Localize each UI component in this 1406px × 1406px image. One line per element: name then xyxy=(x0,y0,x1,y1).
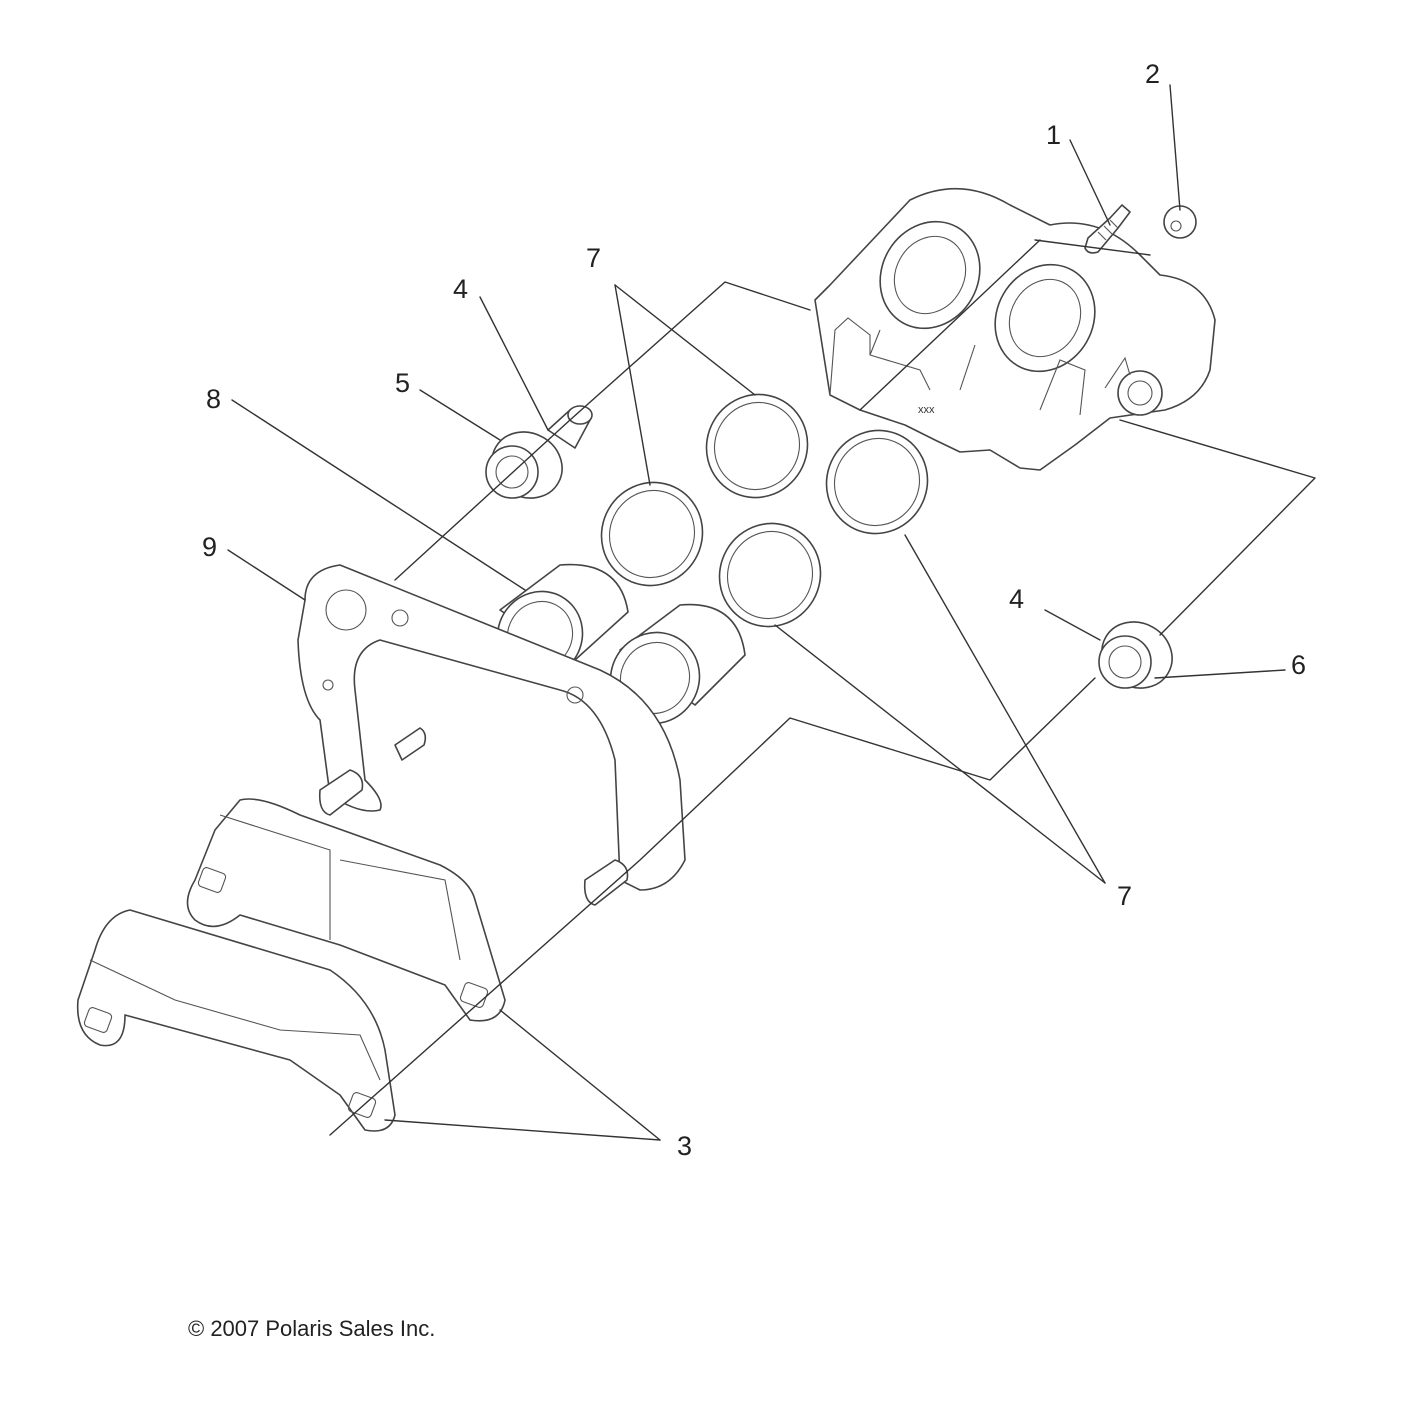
bleeder-screw xyxy=(1084,204,1131,254)
leader-lines xyxy=(227,84,1316,1141)
callout-5: 5 xyxy=(395,368,410,398)
copyright-notice: © 2007 Polaris Sales Inc. xyxy=(188,1316,436,1341)
bushing-lower xyxy=(1098,621,1173,689)
callout-2: 2 xyxy=(1145,59,1160,89)
bleeder-cap xyxy=(1163,205,1197,239)
callout-3: 3 xyxy=(677,1131,692,1161)
callout-1: 1 xyxy=(1046,120,1061,150)
callout-7-lower: 7 xyxy=(1117,881,1132,911)
caliper-bracket xyxy=(297,564,686,906)
brake-pad-inner xyxy=(186,798,506,1022)
callout-7-upper: 7 xyxy=(586,243,601,273)
callout-4-upper: 4 xyxy=(453,274,468,304)
slide-pin-upper xyxy=(547,405,593,449)
callout-8: 8 xyxy=(206,384,221,414)
piston-seals xyxy=(600,393,929,628)
caliper-body: xxx xyxy=(814,187,1216,471)
svg-text:xxx: xxx xyxy=(918,404,935,416)
brake-pad-outer xyxy=(76,909,396,1132)
callout-9: 9 xyxy=(202,532,217,562)
callout-labels: 1 2 3 4 4 5 6 7 7 8 9 xyxy=(202,59,1306,1161)
callout-6: 6 xyxy=(1291,650,1306,680)
callout-4-lower: 4 xyxy=(1009,584,1024,614)
